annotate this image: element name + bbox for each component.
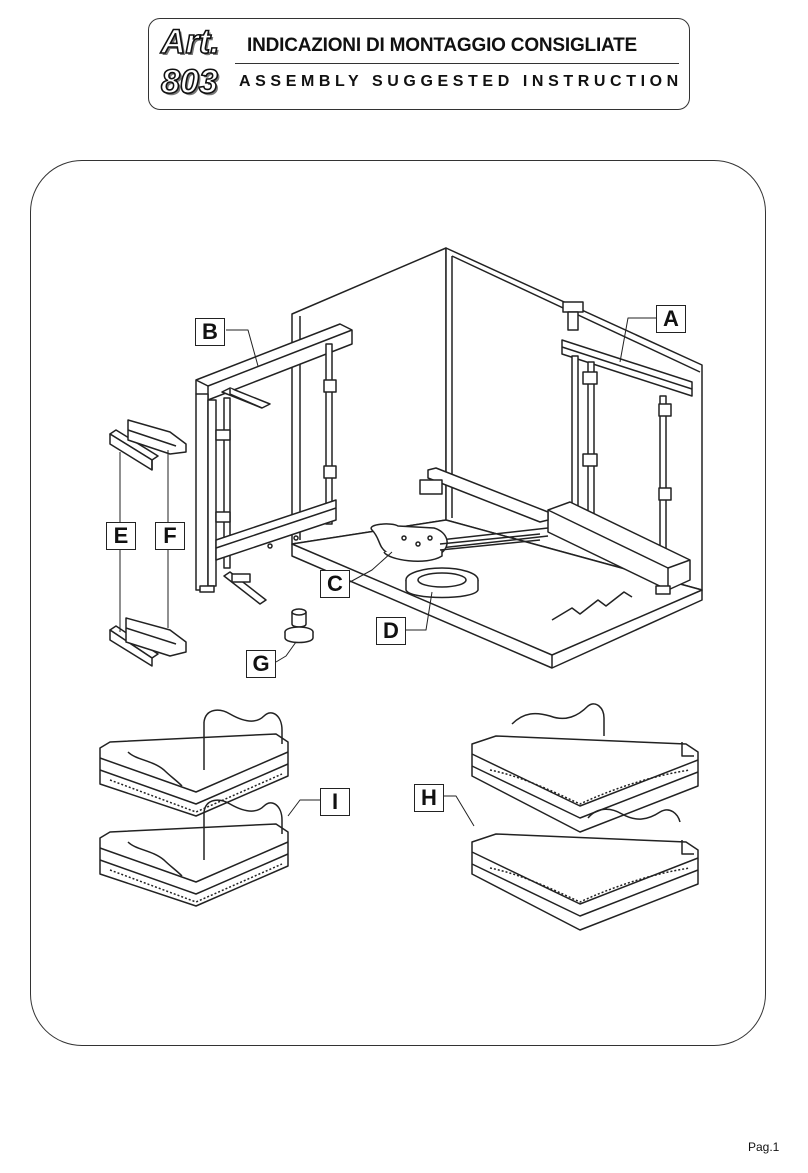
title-italian: INDICAZIONI DI MONTAGGIO CONSIGLIATE [247,35,638,56]
page-number: Pag.1 [748,1140,780,1154]
callout-g: G [246,650,276,678]
callout-c: C [320,570,350,598]
frame-a [419,301,693,595]
callout-f: F [155,522,185,550]
header-box: Art. 803 INDICAZIONI DI MONTAGGIO CONSIG… [148,18,690,110]
title-english: ASSEMBLY SUGGESTED INSTRUCTION [239,73,683,90]
article-number: 803 [160,63,218,101]
callout-a: A [656,305,686,333]
cabinet-walls [291,247,703,669]
parts-c-d [370,523,541,599]
callout-d: D [376,617,406,645]
title-divider [235,63,679,64]
callout-e: E [106,522,136,550]
callout-b: B [195,318,225,346]
frame-b [195,323,353,605]
part-g [284,608,314,644]
drawing-frame [30,160,766,1046]
parts-e-f [109,419,187,667]
baskets-i [99,709,289,907]
leader-lines [119,317,656,827]
article-label: Art. [160,23,220,61]
baskets-h [471,703,699,931]
callout-i: I [320,788,350,816]
callout-h: H [414,784,444,812]
